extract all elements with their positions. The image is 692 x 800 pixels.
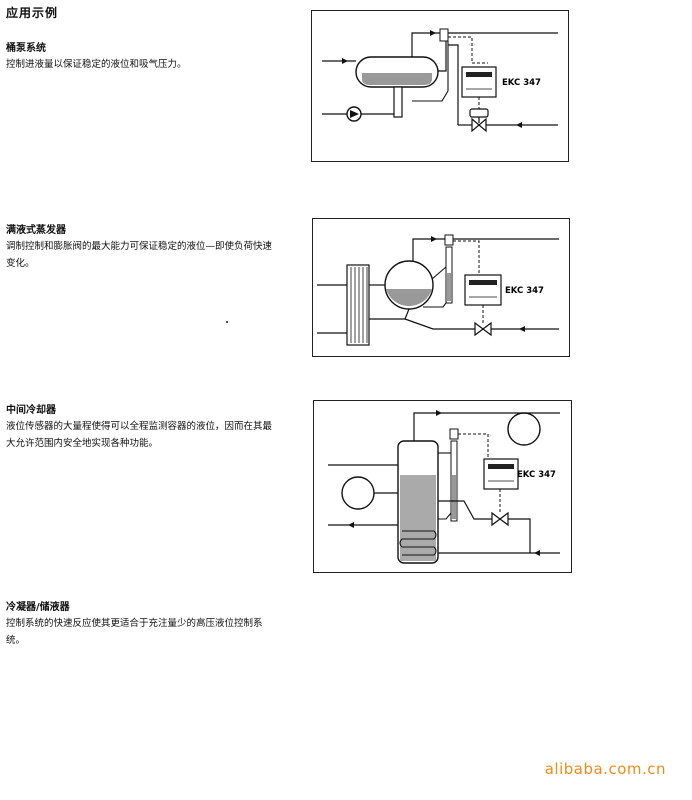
discharge-line [413, 412, 560, 441]
liquid-supply-line [508, 518, 531, 553]
section-title: 冷凝器/储液器 [6, 602, 70, 613]
controller-label: EKC 347 [505, 286, 544, 296]
section-title: 桶泵系统 [6, 43, 46, 54]
sensor-connection-bottom [438, 512, 452, 520]
liquid-fill [400, 475, 436, 561]
expansion-valve [474, 321, 492, 337]
section-body: 液位传感器的大量程使得可以全程监测容器的液位，因而在其最大允许范围内安全地实现各… [6, 421, 273, 449]
section-body: 控制进液量以保证稳定的液位和吸气压力。 [6, 59, 187, 70]
liquid-feed-line [369, 308, 410, 320]
controller-display [466, 72, 492, 77]
valve-actuator [469, 108, 489, 118]
level-sensor-liquid [452, 475, 456, 519]
section-condenser-receiver: 冷凝器/储液器 控制系统的快速反应使其更适合于充注量少的高压液位控制系统。 [6, 601, 276, 649]
sensor-standpipe [412, 41, 449, 102]
arrow-icon [516, 122, 522, 128]
suction-line [411, 32, 438, 57]
internal-coil [399, 530, 437, 556]
diagram-intercooler-svg: EKC 347 [328, 410, 560, 564]
pump-arrow-icon [350, 110, 359, 118]
arrow-icon [534, 550, 540, 556]
expansion-valve [491, 511, 509, 527]
diagram-pump-system: EKC 347 [311, 10, 569, 162]
stray-dot [226, 321, 228, 323]
suction-line [412, 238, 559, 261]
arrow-icon [436, 410, 442, 416]
sensor-connection [438, 41, 447, 72]
diagram-pump-system-svg: EKC 347 [322, 28, 558, 133]
section-pump-system: 桶泵系统 控制进液量以保证稳定的液位和吸气压力。 [6, 42, 276, 73]
watermark: alibaba.com.cn [544, 760, 666, 778]
arrow-icon [430, 30, 436, 36]
arrow-icon [342, 58, 348, 64]
arrow-icon [519, 326, 525, 332]
diagram-flooded-evaporator: EKC 347 [312, 218, 570, 357]
liquid-fill [362, 73, 432, 85]
controller-label: EKC 347 [517, 470, 556, 480]
section-title: 中间冷却器 [6, 405, 56, 416]
level-sensor-head [439, 28, 449, 42]
sensor-connection-top [431, 266, 447, 280]
liquid-line [404, 318, 475, 330]
section-title: 满液式蒸发器 [6, 225, 66, 236]
liquid-feed-line [438, 500, 492, 520]
controller-box [464, 274, 502, 306]
compressor-low-icon [341, 476, 375, 510]
vessel-downleg [393, 86, 403, 118]
level-sensor-liquid [447, 273, 451, 301]
section-flooded-evaporator: 满液式蒸发器 调制控制和膨胀阀的最大能力可保证稳定的液位—即使负荷快速变化。 [6, 224, 276, 272]
liquid-line [448, 44, 459, 125]
diagram-flooded-evaporator-svg: EKC 347 [317, 234, 559, 346]
controller-display [488, 464, 514, 469]
evaporator-coil [346, 264, 370, 346]
signal-line [458, 433, 489, 459]
liquid-fill [386, 289, 432, 307]
level-sensor-head [449, 428, 459, 440]
controller-label: EKC 347 [502, 78, 541, 88]
page-title: 应用示例 [6, 6, 59, 20]
arrow-icon [348, 522, 354, 528]
controller-display [469, 280, 497, 285]
signal-line [448, 36, 488, 64]
coil-fins [350, 267, 368, 343]
controller-box [483, 458, 519, 490]
section-body: 控制系统的快速反应使其更适合于充注量少的高压液位控制系统。 [6, 618, 263, 646]
section-body: 调制控制和膨胀阀的最大能力可保证稳定的液位—即使负荷快速变化。 [6, 241, 273, 269]
section-intercooler: 中间冷却器 液位传感器的大量程使得可以全程监测容器的液位，因而在其最大允许范围内… [6, 404, 276, 452]
level-sensor-head [444, 234, 454, 246]
compressor-high-icon [507, 412, 541, 446]
signal-line [453, 240, 480, 275]
controller-box [461, 66, 497, 98]
arrow-icon [431, 236, 437, 242]
diagram-intercooler: EKC 347 [313, 400, 572, 573]
sensor-connection-bottom [423, 302, 447, 308]
valve-body [471, 117, 487, 133]
